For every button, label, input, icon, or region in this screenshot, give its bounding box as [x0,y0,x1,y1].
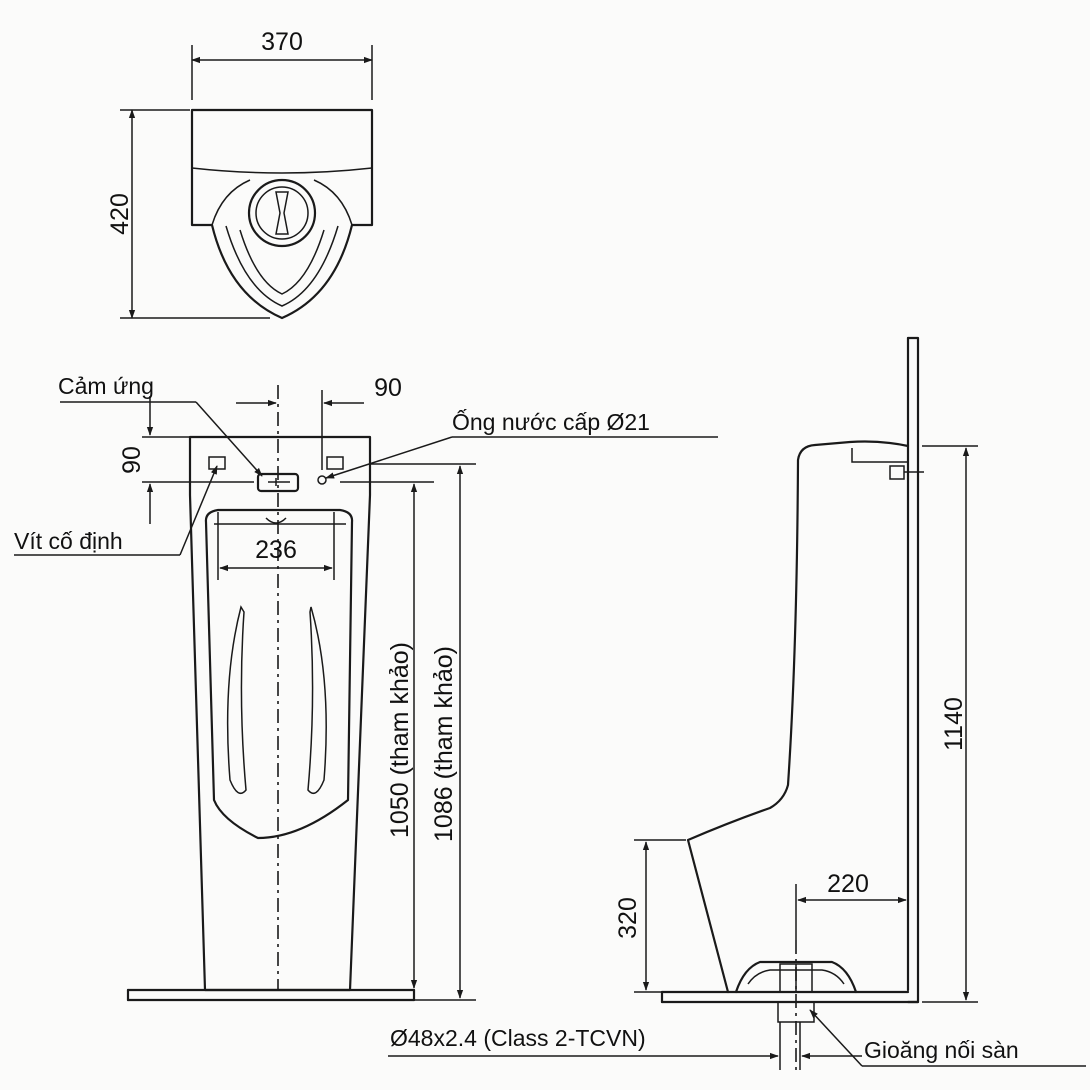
side-inlet-height-dimension: 320 [614,839,686,993]
bowl-width-label: 236 [255,536,297,564]
sensor-offset-dimension: 90 [236,374,402,470]
sensor-offset-label: 90 [374,374,402,402]
supply-pipe-callout: Ống nước cấp Ø21 [325,408,718,479]
sensor-height-dimension: 90 [118,396,254,524]
side-view-outline [660,336,924,1070]
fixing-screw-label: Vít cố định [14,528,123,554]
top-width-label: 370 [261,28,303,56]
floor-gasket-label: Gioăng nối sàn [864,1037,1019,1063]
side-view: 1140 320 220 Ø48x2.4 (Class 2-TCVN) Gioă… [388,336,1086,1070]
height-1086-dimension: 1086 (tham khảo) [370,463,476,1001]
sensor-height-label: 90 [118,446,146,474]
top-view-outline [190,108,374,320]
top-depth-dimension: 420 [106,109,270,319]
front-view-outline [126,385,416,1002]
drain-pipe-callout: Ø48x2.4 (Class 2-TCVN) [388,1025,862,1060]
side-inlet-height-label: 320 [614,897,642,939]
front-view: 90 90 236 1050 (tham khảo) 1 [14,373,718,1002]
height-1050-dimension: 1050 (tham khảo) [340,481,434,989]
top-width-dimension: 370 [191,28,373,100]
floor-gasket-callout: Gioăng nối sàn [809,1009,1086,1067]
bowl-width-dimension: 236 [217,512,335,580]
supply-pipe-label: Ống nước cấp Ø21 [452,408,650,435]
fixing-screw-callout: Vít cố định [14,465,218,556]
side-outlet-offset-label: 220 [827,870,869,898]
height-1050-label: 1050 (tham khảo) [386,642,414,838]
side-height-dimension: 1140 [922,445,978,1003]
side-height-label: 1140 [940,697,968,751]
sensor-label: Cảm ứng [58,373,154,399]
top-depth-label: 420 [106,193,134,235]
height-1086-label: 1086 (tham khảo) [430,646,458,842]
sensor-callout: Cảm ứng [58,373,263,477]
side-outlet-offset-dimension: 220 [795,870,907,940]
top-view: 370 420 [106,28,374,320]
drain-pipe-label: Ø48x2.4 (Class 2-TCVN) [390,1025,646,1051]
